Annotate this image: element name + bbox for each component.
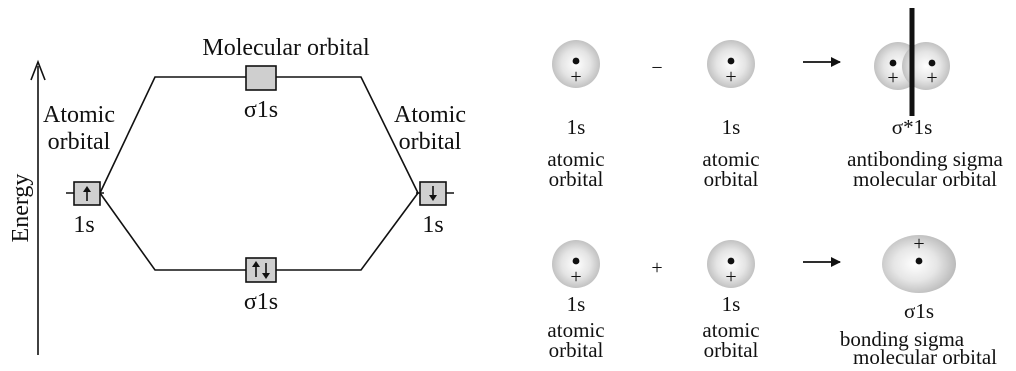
addition-operator: + bbox=[651, 257, 662, 279]
charge-plus: + bbox=[725, 66, 736, 88]
left-atomic-orbital-label-line2: orbital bbox=[48, 129, 111, 155]
bonding-mo-name: σ1s bbox=[904, 299, 934, 323]
nucleus-dot bbox=[573, 258, 580, 265]
molecular-orbital-title: Molecular orbital bbox=[202, 35, 370, 61]
subtraction-operator: − bbox=[651, 57, 662, 79]
left-atomic-orbital-label-line1: Atomic bbox=[43, 102, 115, 128]
charge-plus: + bbox=[570, 66, 581, 88]
orbital-desc-line2: orbital bbox=[549, 167, 604, 191]
orbital-desc-line2: orbital bbox=[704, 167, 759, 191]
right-atomic-orbital-label-line1: Atomic bbox=[394, 102, 466, 128]
charge-plus: + bbox=[926, 67, 937, 89]
orbital-name-label: 1s bbox=[722, 292, 741, 316]
antibonding-mo-name: σ*1s bbox=[892, 115, 933, 139]
energy-level-diagram: Energy Molecular orbital Atomic orbital … bbox=[8, 35, 466, 355]
orbital-name-label: 1s bbox=[567, 292, 586, 316]
nucleus-dot bbox=[916, 258, 923, 265]
orbital-desc-line2: orbital bbox=[549, 338, 604, 362]
bonding-orbital-box bbox=[246, 258, 276, 282]
charge-plus: + bbox=[570, 266, 581, 288]
left-atomic-orbital-1s-label: 1s bbox=[73, 212, 94, 238]
nucleus-dot bbox=[890, 60, 897, 67]
bonding-formation-row: + + + + 1s atomic orbital 1s atomic orbi… bbox=[547, 233, 997, 369]
orbital-desc-line2: orbital bbox=[704, 338, 759, 362]
charge-plus: + bbox=[725, 266, 736, 288]
charge-plus: + bbox=[887, 67, 898, 89]
antibonding-connector bbox=[100, 77, 418, 193]
nucleus-dot bbox=[573, 58, 580, 65]
antibonding-mo-desc-line2: molecular orbital bbox=[853, 167, 997, 191]
antibonding-formation-row: + − + + + 1s atomic orbital 1s atomic or… bbox=[547, 8, 1003, 191]
bonding-orbital-label: σ1s bbox=[244, 289, 278, 315]
nucleus-dot bbox=[728, 258, 735, 265]
right-atomic-orbital-1s-label: 1s bbox=[422, 212, 443, 238]
antibonding-orbital-label: σ1s bbox=[244, 97, 278, 123]
energy-axis-label: Energy bbox=[8, 174, 34, 243]
bonding-mo-desc-line2: molecular orbital bbox=[853, 345, 997, 369]
antibonding-orbital-box bbox=[246, 66, 276, 90]
orbital-name-label: 1s bbox=[722, 115, 741, 139]
charge-plus: + bbox=[913, 233, 924, 255]
right-atomic-orbital-label-line2: orbital bbox=[399, 129, 462, 155]
orbital-name-label: 1s bbox=[567, 115, 586, 139]
nucleus-dot bbox=[929, 60, 936, 67]
nucleus-dot bbox=[728, 58, 735, 65]
